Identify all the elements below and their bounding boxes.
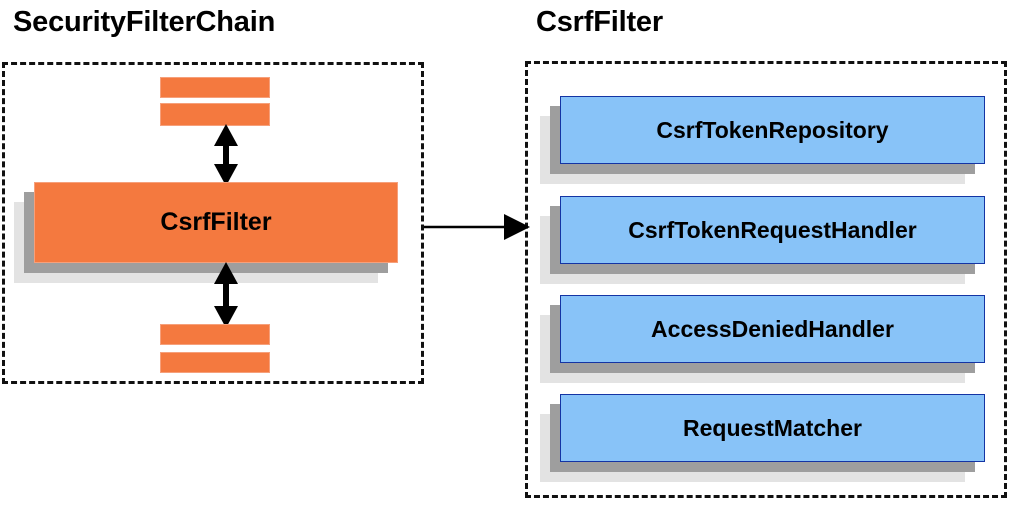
group-box-csrf-filter — [525, 61, 1007, 498]
collaborator-box-label: CsrfTokenRequestHandler — [628, 216, 917, 243]
filter-bar-above-1 — [160, 77, 270, 98]
group-box-security-filter-chain — [2, 62, 424, 384]
deck-face: CsrfTokenRepository — [560, 96, 985, 164]
filter-bar-above-2 — [160, 103, 270, 126]
deck-face: AccessDeniedHandler — [560, 295, 985, 363]
deck-face: CsrfFilter — [34, 182, 398, 263]
page-title-csrf-filter: CsrfFilter — [536, 6, 663, 38]
collaborator-box-requestmatcher[interactable]: RequestMatcher — [540, 394, 985, 482]
chain-arrow-top-icon — [214, 124, 238, 186]
deck-face: CsrfTokenRequestHandler — [560, 196, 985, 264]
page-title-security-filter-chain: SecurityFilterChain — [13, 6, 276, 38]
collaborator-box-label: CsrfTokenRepository — [656, 116, 889, 143]
chain-arrow-bottom-icon — [214, 262, 238, 328]
collaborator-box-csrftokenrequesthandler[interactable]: CsrfTokenRequestHandler — [540, 196, 985, 284]
collaborator-box-label: RequestMatcher — [683, 414, 862, 441]
filter-box-csrffilter[interactable]: CsrfFilter — [14, 182, 398, 283]
csrffilter-detail-arrow-icon — [424, 214, 530, 240]
filter-bar-below-2 — [160, 352, 270, 373]
collaborator-box-accessdeniedhandler[interactable]: AccessDeniedHandler — [540, 295, 985, 383]
collaborator-box-csrftokenrepository[interactable]: CsrfTokenRepository — [540, 96, 985, 184]
filter-box-label: CsrfFilter — [160, 208, 272, 236]
filter-bar-below-1 — [160, 324, 270, 345]
collaborator-box-label: AccessDeniedHandler — [651, 315, 894, 342]
deck-face: RequestMatcher — [560, 394, 985, 462]
